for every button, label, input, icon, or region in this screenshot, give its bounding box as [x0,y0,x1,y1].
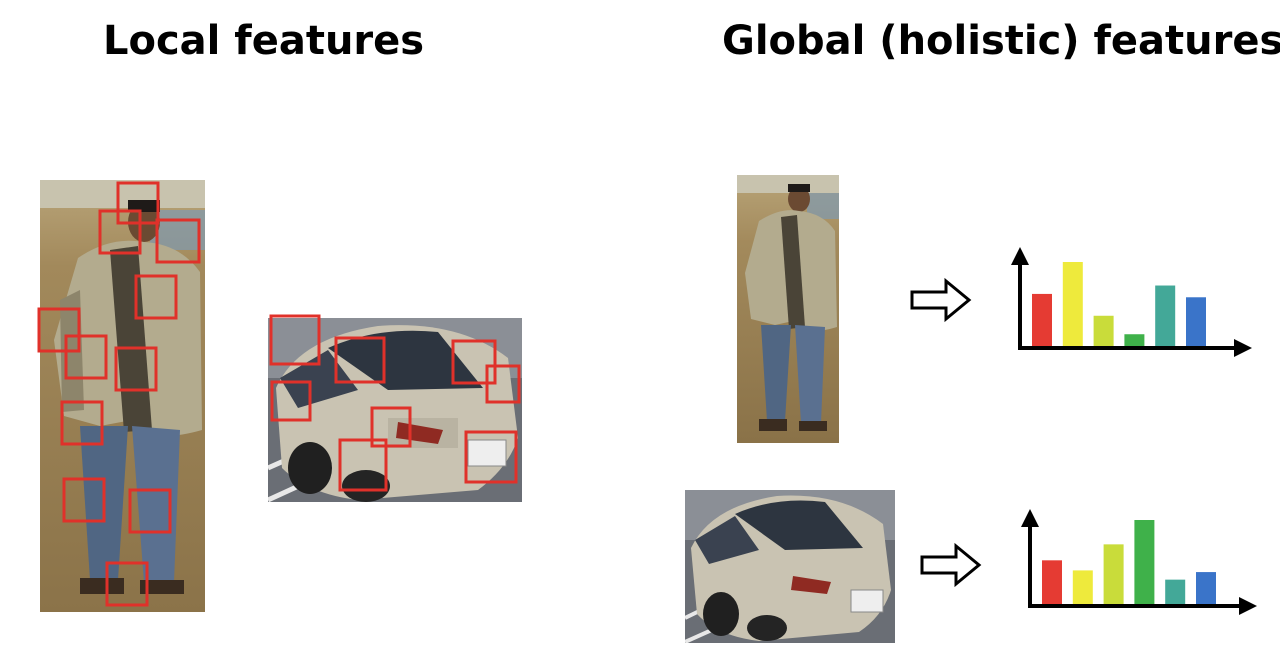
person-image-global [737,175,839,443]
car-histogram [1021,509,1257,615]
patch-box [114,346,158,392]
patch-box [270,380,312,422]
patch-box [451,339,497,385]
histogram-bar [1124,334,1145,346]
patch-box [105,561,149,607]
histogram-bar [1093,315,1114,346]
patch-box [134,274,178,320]
x-axis-arrowhead [1239,597,1257,615]
person-image-local [40,180,205,612]
y-axis-arrowhead [1021,509,1039,527]
histogram-bar [1155,285,1176,346]
person-histogram [1011,247,1252,357]
right-arrow-icon [910,277,972,323]
patch-box [37,307,81,353]
patch-box [60,400,104,446]
histogram-bar [1103,544,1124,604]
patch-box [62,477,106,523]
car-image-global [685,490,895,643]
patch-box [155,218,201,264]
y-axis-arrowhead [1011,247,1029,265]
right-arrow-icon [920,542,982,588]
histogram-bar [1042,560,1062,604]
patch-box [338,438,388,492]
histogram-bar [1032,293,1052,346]
patch-box [370,406,412,448]
global-features-title: Global (holistic) features [722,18,1280,64]
histogram-bar [1165,579,1186,604]
local-features-title: Local features [103,18,425,64]
histogram-bar [1186,297,1206,346]
histogram-bar [1072,570,1093,604]
patch-box [334,336,386,384]
patch-box [485,364,521,404]
histogram-bar [1062,262,1083,346]
patch-box [98,209,142,255]
x-axis-arrowhead [1234,339,1252,357]
patch-box [464,430,518,484]
histogram-bar [1134,520,1155,604]
histogram-bar [1196,572,1216,604]
patch-box [128,488,172,534]
patch-box [64,334,108,380]
patch-box [116,181,160,225]
patch-box [269,314,321,366]
